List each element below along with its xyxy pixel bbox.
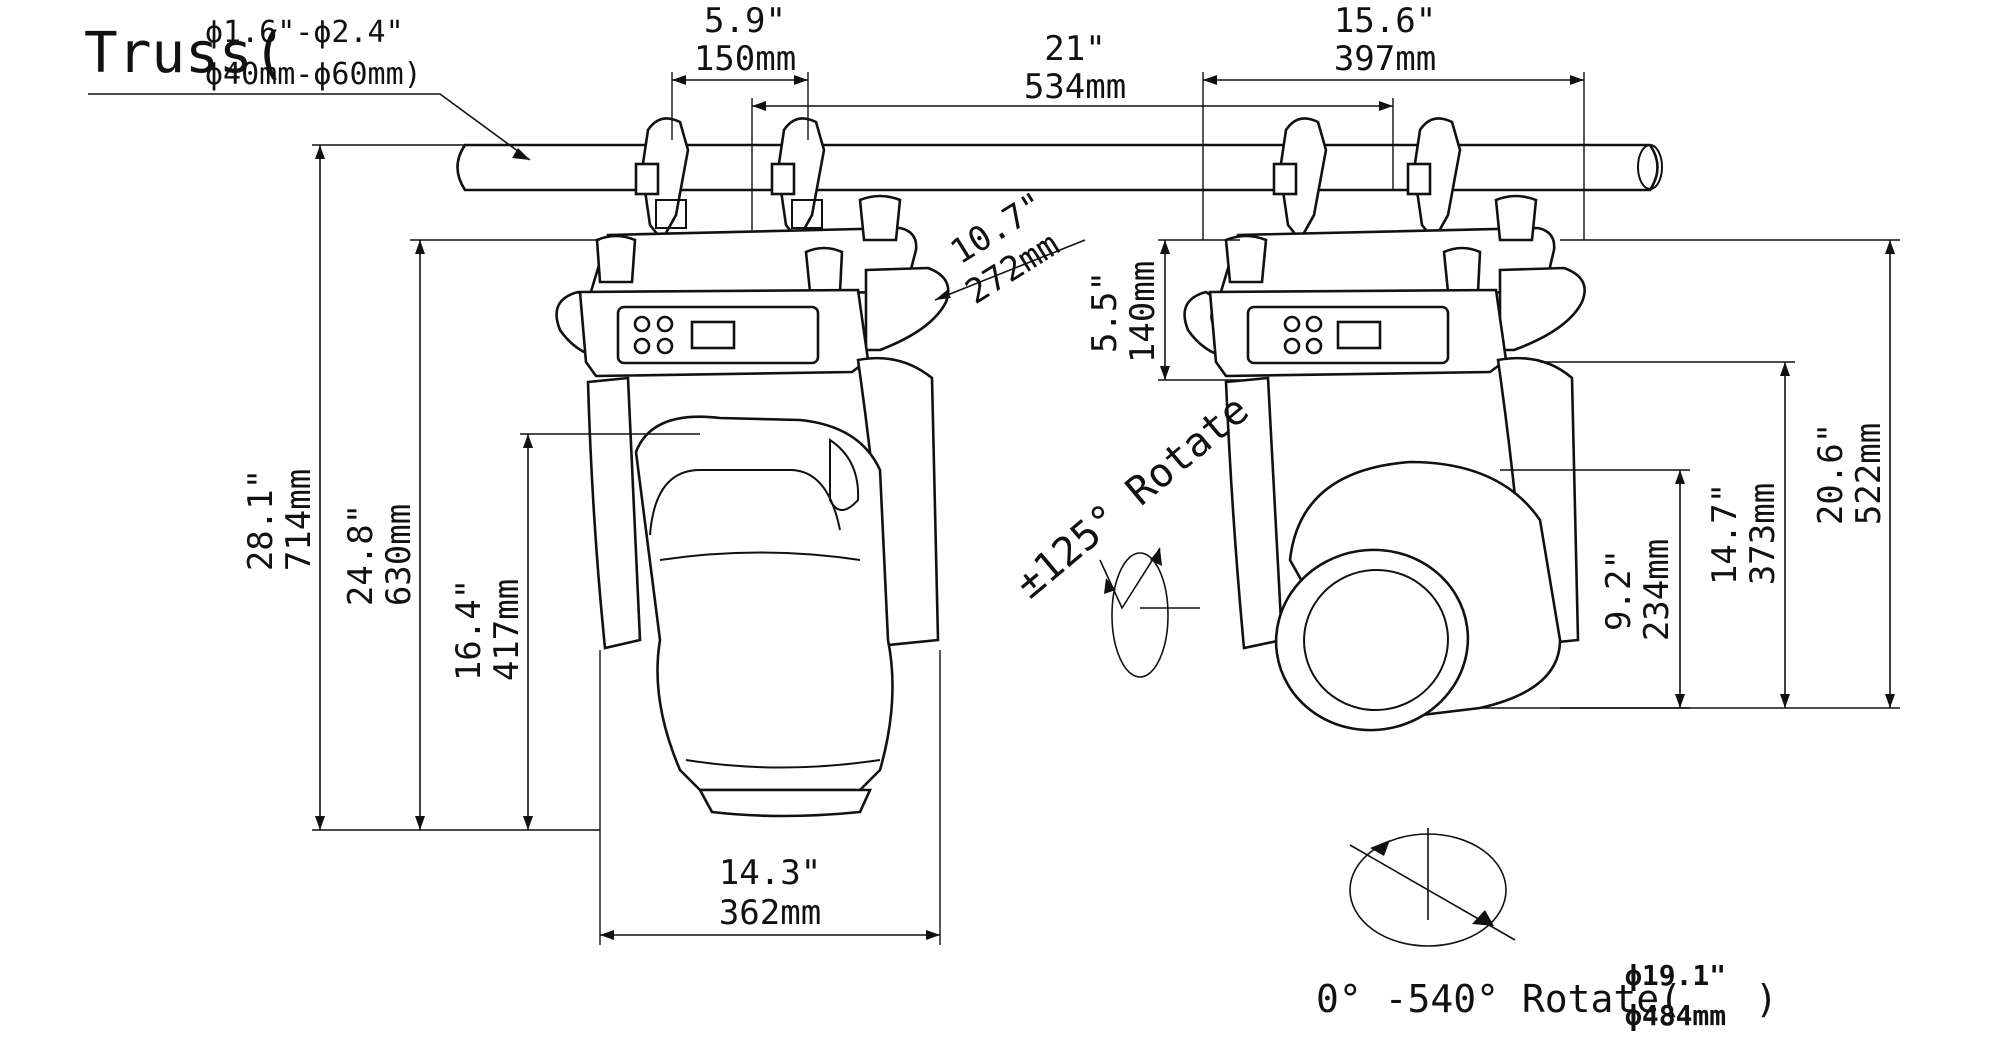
dim-head-width-mm: 362mm bbox=[719, 893, 821, 933]
dim-fixture-height-mm: 630mm bbox=[379, 504, 419, 606]
side-knob-rear bbox=[1494, 194, 1538, 242]
handle-right bbox=[864, 266, 950, 352]
dim-head-diameter-mm: 234mm bbox=[1637, 539, 1677, 641]
dim-base-width: 10.7" 272mm bbox=[934, 184, 1086, 313]
side-panel-button-4 bbox=[1305, 337, 1323, 355]
dim-total-height-in: 28.1" bbox=[241, 469, 281, 571]
dim-base-length: 15.6" 397mm bbox=[1202, 1, 1585, 240]
dim-base-length-in: 15.6" bbox=[1334, 1, 1436, 41]
dim-fixture-height: 24.8" 630mm bbox=[341, 239, 600, 830]
head-lens-front bbox=[697, 788, 873, 818]
panel-button-3 bbox=[633, 337, 651, 355]
fixture-side-view bbox=[1183, 117, 1586, 732]
tilt-angle-lines bbox=[1099, 547, 1161, 610]
truss-title: Truss( bbox=[84, 21, 286, 86]
truss-label: Truss( ϕ1.6"-ϕ2.4" ϕ40mm-ϕ60mm) bbox=[84, 15, 531, 161]
panel-button-4 bbox=[656, 337, 674, 355]
side-panel-button-3 bbox=[1283, 337, 1301, 355]
dim-head-height: 16.4" 417mm bbox=[449, 433, 700, 830]
pan-arrow-right bbox=[1472, 910, 1494, 926]
pan-rotation: 0° -540° Rotate( ϕ19.1" ϕ484mm ) bbox=[1316, 828, 1778, 1032]
dim-base-height: 5.5" 140mm bbox=[1085, 239, 1240, 381]
panel-display bbox=[690, 320, 736, 350]
dim-base-length-mm: 397mm bbox=[1334, 39, 1436, 79]
moving-head bbox=[634, 415, 894, 792]
dim-head-height-in: 16.4" bbox=[449, 579, 489, 681]
pan-axis-line bbox=[1349, 844, 1516, 941]
tilt-rotation-ellipse bbox=[1111, 552, 1169, 678]
tilt-rotation: ±125° Rotate bbox=[1007, 387, 1258, 678]
truss-clamp-left bbox=[634, 117, 690, 243]
dim-total-height-mm: 714mm bbox=[279, 469, 319, 571]
panel-button-2 bbox=[656, 315, 674, 333]
dim-overall-length-mm: 534mm bbox=[1024, 67, 1126, 107]
dim-head-width-in: 14.3" bbox=[719, 853, 821, 893]
dim-side-height-in: 20.6" bbox=[1811, 423, 1851, 525]
dim-side-height: 20.6" 522mm bbox=[1560, 239, 1900, 709]
dim-side-height-mm: 522mm bbox=[1849, 423, 1889, 525]
truss-size-mm: ϕ40mm-ϕ60mm) bbox=[205, 57, 422, 92]
dim-head-width: 14.3" 362mm bbox=[599, 650, 941, 945]
tilt-arrow-left bbox=[1104, 578, 1116, 594]
dim-arm-height-mm: 373mm bbox=[1743, 483, 1783, 585]
pan-diameter-in: ϕ19.1" bbox=[1625, 959, 1726, 992]
dim-fixture-height-in: 24.8" bbox=[341, 504, 381, 606]
dim-clamp-spacing: 5.9" 150mm bbox=[671, 1, 809, 140]
yoke-arm-left bbox=[586, 376, 642, 650]
truss-pipe bbox=[456, 143, 1663, 192]
side-lens-inner bbox=[1303, 568, 1449, 712]
side-knob-left bbox=[1224, 234, 1268, 284]
truss-leader-arrow bbox=[512, 148, 530, 160]
side-knob-right bbox=[1442, 246, 1482, 294]
dim-head-height-mm: 417mm bbox=[487, 579, 527, 681]
dim-base-height-mm: 140mm bbox=[1123, 261, 1163, 363]
side-panel-display bbox=[1336, 320, 1382, 350]
fixture-front-view bbox=[555, 117, 950, 818]
dim-arm-height-in: 14.7" bbox=[1705, 483, 1745, 585]
base-knob-rear bbox=[858, 194, 902, 242]
base-knob-right bbox=[804, 246, 844, 294]
dim-arm-height: 14.7" 373mm bbox=[1540, 361, 1795, 709]
side-panel-button-1 bbox=[1283, 315, 1301, 333]
dim-overall-length: 21" 534mm bbox=[751, 29, 1394, 230]
tilt-rotate-label: ±125° Rotate bbox=[1007, 387, 1258, 608]
dim-head-diameter: 9.2" 234mm bbox=[1480, 469, 1690, 709]
dim-total-height: 28.1" 714mm bbox=[241, 144, 600, 831]
dim-clamp-spacing-mm: 150mm bbox=[694, 39, 796, 79]
head-band bbox=[659, 551, 861, 561]
truss-clamp-right bbox=[770, 117, 826, 243]
truss-leader-line bbox=[88, 93, 531, 161]
pan-arrow-left bbox=[1370, 840, 1390, 856]
side-panel-button-2 bbox=[1305, 315, 1323, 333]
side-lens-outer bbox=[1274, 548, 1470, 732]
panel-button-1 bbox=[633, 315, 651, 333]
dim-overall-length-in: 21" bbox=[1044, 29, 1105, 69]
side-handle-right bbox=[1498, 266, 1586, 352]
head-lens-ring bbox=[685, 759, 881, 769]
truss-clamp-left-side bbox=[1272, 117, 1328, 243]
truss-size-inch: ϕ1.6"-ϕ2.4" bbox=[205, 15, 404, 50]
base-knob-left bbox=[595, 234, 637, 284]
dim-head-diameter-in: 9.2" bbox=[1599, 549, 1639, 631]
pan-rotate-label: 0° -540° Rotate( bbox=[1316, 977, 1682, 1021]
tilt-arrow-right bbox=[1150, 548, 1162, 566]
pan-diameter-mm: ϕ484mm bbox=[1625, 999, 1726, 1032]
head-vent bbox=[829, 438, 860, 511]
truss-clamp-right-side bbox=[1406, 117, 1462, 243]
pan-close-paren: ) bbox=[1755, 977, 1778, 1021]
dim-base-height-in: 5.5" bbox=[1085, 271, 1125, 353]
side-yoke-arm-left bbox=[1224, 376, 1284, 650]
dim-clamp-spacing-in: 5.9" bbox=[704, 1, 786, 41]
